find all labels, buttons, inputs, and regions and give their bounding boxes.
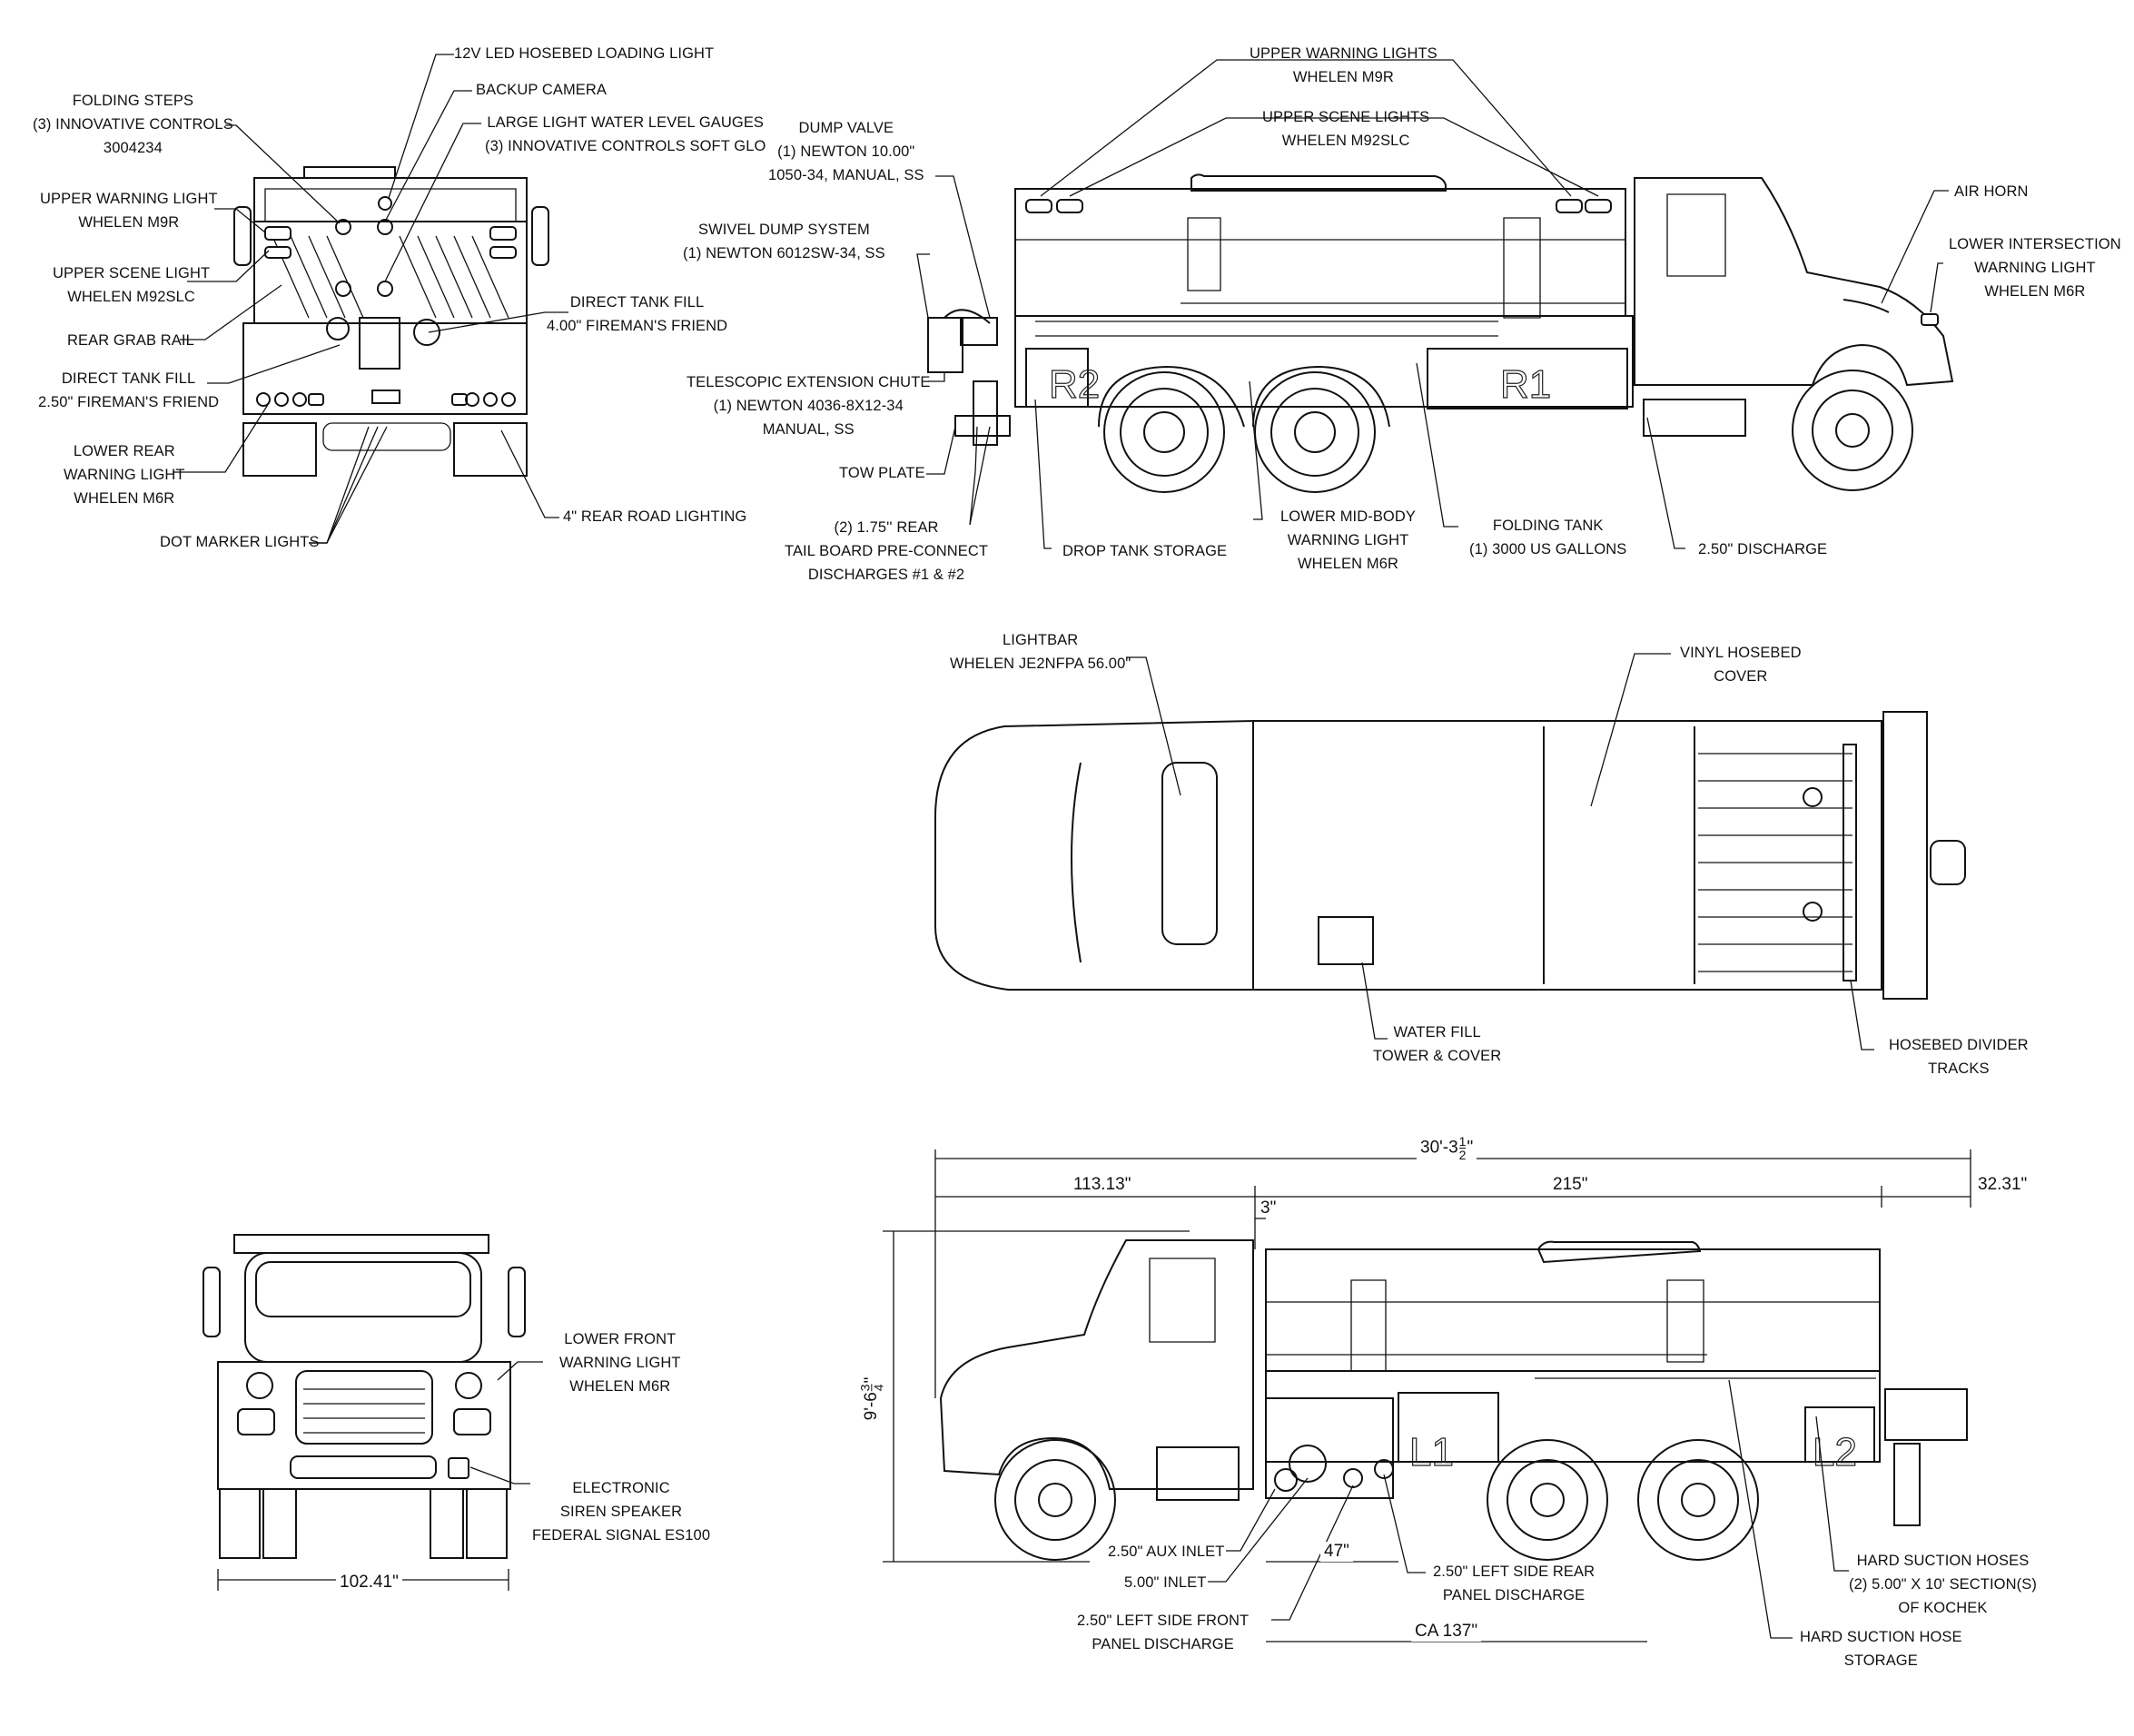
label-air-horn: AIR HORN <box>1954 183 2029 200</box>
label-dump-valve: DUMP VALVE(1) NEWTON 10.00"1050-34, MANU… <box>768 120 924 183</box>
dim-front-width: 102.41" <box>336 1573 402 1593</box>
compartment-label-r2: R2 <box>1049 362 1100 407</box>
label-discharge-250: 2.50" DISCHARGE <box>1698 541 1828 557</box>
label-rear-road-lighting: 4" REAR ROAD LIGHTING <box>563 508 747 525</box>
compartment-label-r1: R1 <box>1500 362 1551 407</box>
dim-overall-whole: 30'-3 <box>1420 1138 1458 1158</box>
front-view-drawing <box>203 1235 525 1591</box>
compartment-label-l1: L1 <box>1409 1430 1454 1475</box>
label-drop-tank-storage: DROP TANK STORAGE <box>1062 543 1228 559</box>
label-aux-inlet: 2.50" AUX INLET <box>1108 1544 1225 1560</box>
leader-lines <box>173 54 1949 1638</box>
dim-height-frac-num: 3 <box>857 1384 873 1392</box>
compartment-label-l2: L2 <box>1813 1430 1857 1475</box>
dim-cab: 113.13" <box>1070 1175 1135 1195</box>
dim-height-whole: 9'-6 <box>861 1392 881 1421</box>
rear-view-drawing <box>234 167 548 476</box>
label-telescopic-chute: TELESCOPIC EXTENSION CHUTE(1) NEWTON 403… <box>687 374 931 438</box>
label-folding-tank: FOLDING TANK(1) 3000 US GALLONS <box>1469 518 1627 557</box>
label-rear-grab-rail: REAR GRAB RAIL <box>67 332 194 349</box>
label-dot-marker-lights: DOT MARKER LIGHTS <box>160 534 320 550</box>
label-hard-suction-hoses: HARD SUCTION HOSES(2) 5.00" X 10' SECTIO… <box>1849 1553 2037 1616</box>
top-view-drawing <box>935 712 1965 999</box>
dim-gap: 3" <box>1260 1198 1277 1218</box>
dim-height-frac-den: 4 <box>871 1384 886 1392</box>
label-water-level-gauges: LARGE LIGHT WATER LEVEL GAUGES(3) INNOVA… <box>485 114 766 154</box>
dim-pump-panel: 47" <box>1320 1542 1353 1562</box>
dim-rear-overhang: 32.31" <box>1978 1175 2028 1194</box>
label-500-inlet: 5.00" INLET <box>1124 1574 1207 1591</box>
driver-side-view-drawing <box>883 1149 1971 1642</box>
label-tow-plate: TOW PLATE <box>839 465 925 481</box>
dim-body: 215" <box>1549 1175 1592 1195</box>
dim-overall-frac-den: 2 <box>1458 1148 1467 1162</box>
label-swivel-dump-system: SWIVEL DUMP SYSTEM(1) NEWTON 6012SW-34, … <box>683 222 885 261</box>
label-hosebed-loading-light: 12V LED HOSEBED LOADING LIGHT <box>454 45 715 62</box>
dim-overall-frac-num: 1 <box>1458 1134 1467 1149</box>
passenger-side-view-drawing <box>928 174 1952 492</box>
label-backup-camera: BACKUP CAMERA <box>476 82 608 98</box>
dim-cab-to-axle: CA 137" <box>1411 1622 1482 1642</box>
